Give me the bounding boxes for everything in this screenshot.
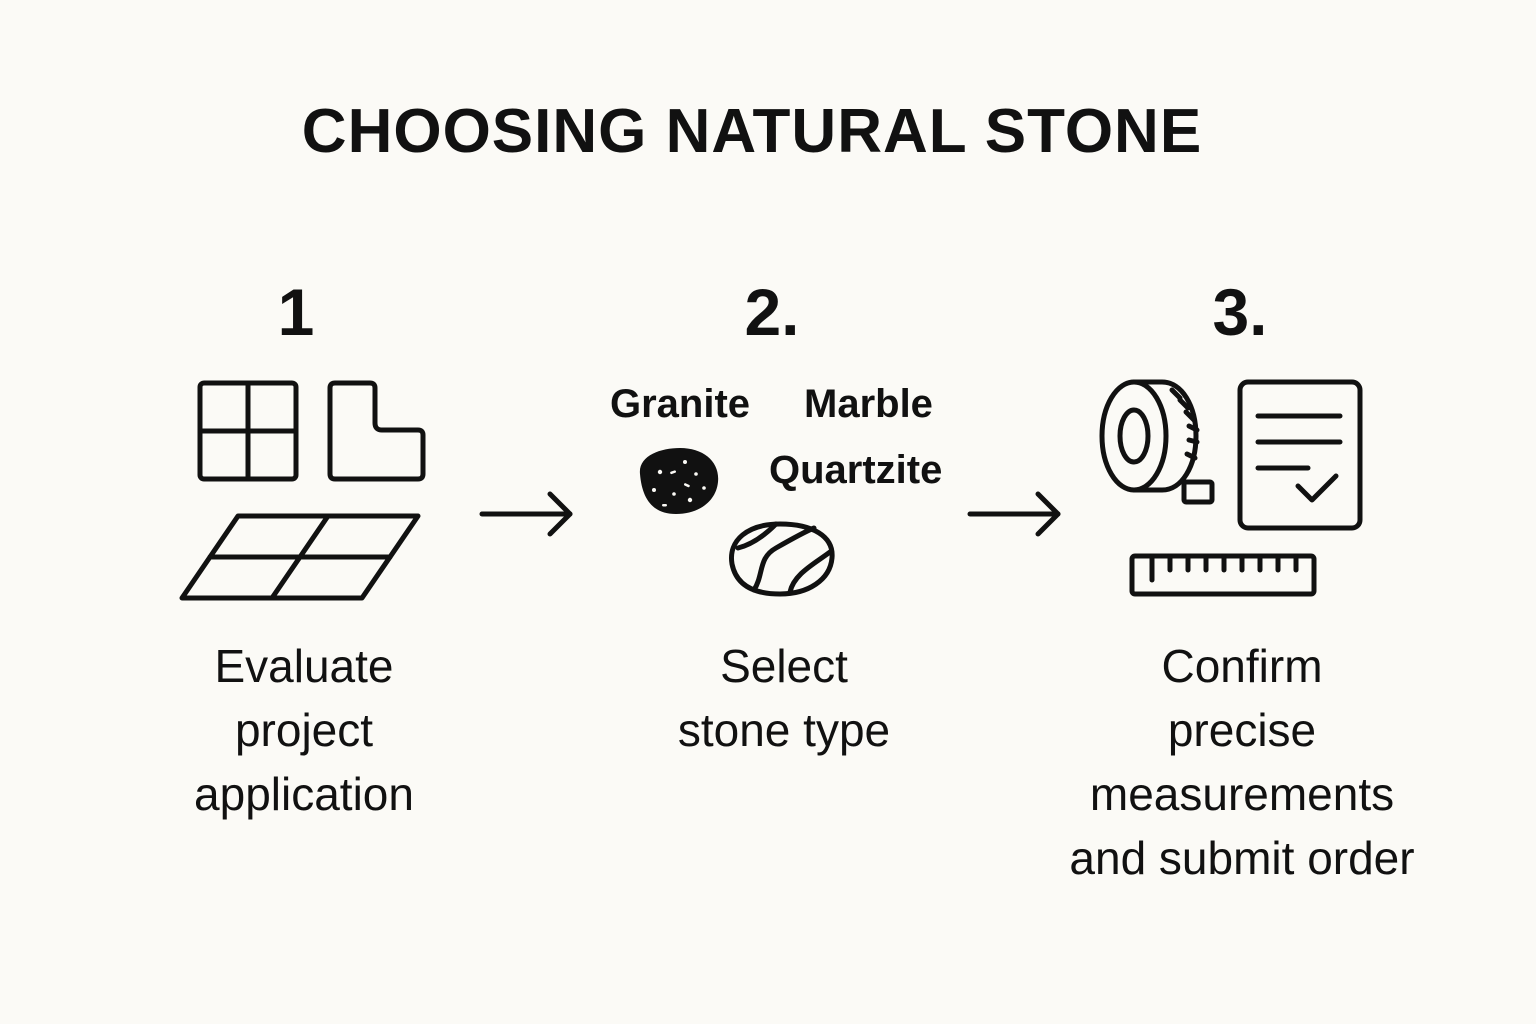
- step-3-caption-line: and submit order: [1069, 832, 1415, 884]
- step-1-caption-line: application: [194, 768, 414, 820]
- stone-label-quartzite: Quartzite: [769, 448, 943, 492]
- marble-stone-icon: [729, 521, 835, 597]
- step-1-caption-line: project: [234, 704, 374, 756]
- step-2-caption: Select stone type: [554, 634, 1014, 762]
- step-1-caption-line: Evaluate: [214, 640, 394, 692]
- arrow-right-icon: [967, 491, 1061, 537]
- step-3-number: 3.: [1212, 275, 1268, 349]
- step-3-caption: Confirm precise measurements and submit …: [1012, 634, 1472, 890]
- step-3-caption-line: precise: [1167, 704, 1317, 756]
- stone-label-granite: Granite: [610, 382, 751, 426]
- step-3-caption-line: Confirm: [1161, 640, 1323, 692]
- arrow-right-icon: [479, 491, 573, 537]
- granite-stone-icon: [639, 448, 719, 514]
- checklist-document-icon: [1237, 379, 1363, 531]
- ruler-icon: [1129, 553, 1317, 597]
- step-1-number: 1: [277, 275, 315, 349]
- l-shape-countertop-icon: [327, 380, 426, 482]
- page-title: CHOOSING NATURAL STONE: [301, 97, 1203, 166]
- floor-tile-grid-icon: [179, 513, 421, 601]
- step-3-caption-line: measurements: [1089, 768, 1395, 820]
- step-2-caption-line: Select: [720, 640, 848, 692]
- step-2-caption-line: stone type: [677, 704, 891, 756]
- step-2-number: 2.: [744, 275, 800, 349]
- step-1-caption: Evaluate project application: [74, 634, 534, 826]
- tape-measure-icon: [1099, 379, 1215, 505]
- window-grid-icon: [197, 380, 299, 482]
- stone-label-marble: Marble: [804, 382, 933, 426]
